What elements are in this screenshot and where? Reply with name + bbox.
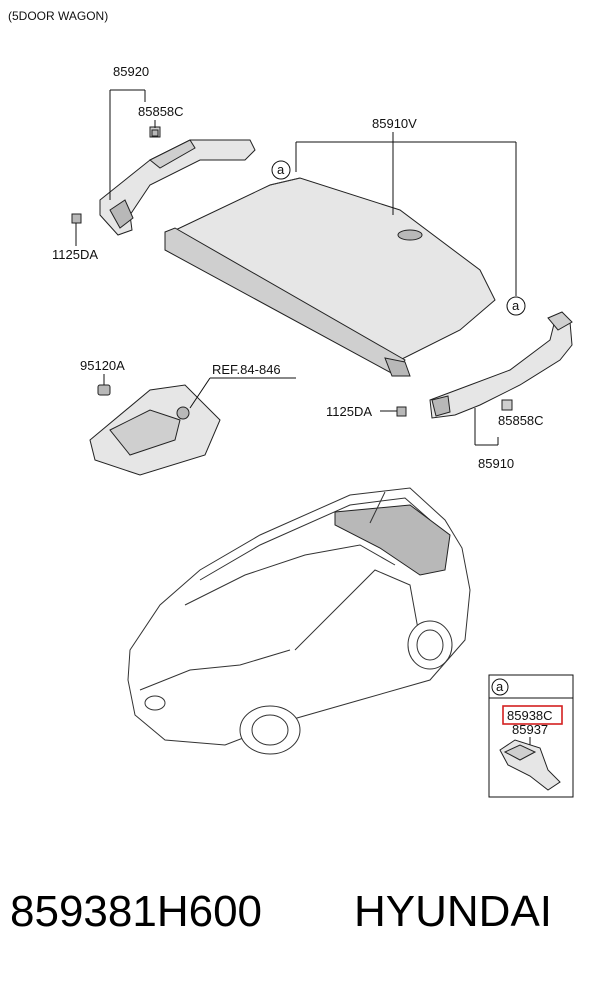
footer-brand: HYUNDAI: [354, 887, 552, 936]
clip-85858c-top: [149, 126, 161, 138]
label-1125da-right: 1125DA: [326, 404, 372, 419]
bracket-upper-left: [99, 139, 256, 236]
detail-inset: a 85938C 85937: [488, 674, 574, 798]
svg-text:a: a: [512, 298, 520, 313]
label-95120a: 95120A: [80, 358, 125, 373]
luggage-side-trim: [89, 384, 221, 476]
label-85910v: 85910V: [372, 116, 417, 131]
svg-text:a: a: [277, 162, 285, 177]
screw-95120a: [97, 384, 111, 396]
ref-circle-a-right: a: [506, 296, 526, 316]
diagram-header: (5DOOR WAGON): [8, 9, 108, 23]
screw-1125da-left: [71, 213, 82, 232]
svg-text:a: a: [496, 679, 504, 694]
label-ref: REF.84-846: [212, 362, 281, 377]
vehicle-illustration: [127, 487, 471, 755]
label-85858c-right: 85858C: [498, 413, 544, 428]
label-1125da-left: 1125DA: [52, 247, 98, 262]
highlight-85938c: [502, 705, 563, 725]
footer-part-number: 859381H600: [10, 887, 262, 936]
label-85938c: 85938C: [507, 708, 553, 723]
label-85920: 85920: [113, 64, 149, 79]
bracket-right: [429, 311, 573, 419]
label-85910: 85910: [478, 456, 514, 471]
label-85937: 85937: [512, 722, 548, 737]
cargo-screen-cover: [164, 177, 496, 377]
screw-1125da-right: [396, 406, 407, 417]
label-85858c-top: 85858C: [138, 104, 184, 119]
clip-85858c-right: [501, 399, 513, 411]
ref-circle-a-top: a: [271, 160, 291, 180]
